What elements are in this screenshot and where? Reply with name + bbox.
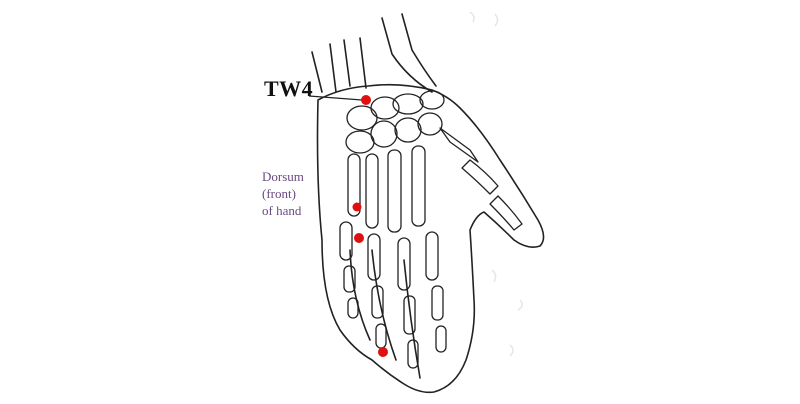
- acupoint: [354, 233, 364, 243]
- phalanx-index: [425, 231, 439, 281]
- phalanx-middle: [403, 295, 416, 335]
- region-label-line: (front): [262, 186, 296, 201]
- hand-outline: [311, 13, 545, 394]
- carpal-bone: [392, 93, 424, 115]
- forearm-line: [343, 39, 351, 87]
- phalanx-middle: [407, 339, 419, 369]
- acupoint-label-tw4: TW4: [264, 76, 314, 101]
- metacarpal-middle: [387, 149, 402, 233]
- faint-background-marks: [469, 11, 523, 357]
- metacarpal-index: [411, 145, 426, 227]
- forearm-line: [311, 51, 323, 93]
- metacarpal-little: [347, 153, 361, 217]
- wrist-line: [401, 13, 437, 87]
- phalanx-thumb: [461, 159, 499, 195]
- phalanx-index: [431, 285, 444, 321]
- phalanx-ring: [371, 285, 384, 319]
- region-label: Dorsum (front) of hand: [262, 168, 334, 219]
- tw4-leader-line: [308, 95, 363, 101]
- carpal-bone: [370, 96, 400, 120]
- acupoints: [352, 95, 388, 357]
- carpal-bone: [370, 120, 398, 148]
- hand-silhouette: [316, 83, 545, 394]
- phalanx-middle: [397, 237, 411, 291]
- phalanx-ring: [367, 233, 381, 281]
- carpal-bone: [394, 117, 422, 143]
- region-label-line: of hand: [262, 203, 302, 218]
- acupoint-tw4: [361, 95, 371, 105]
- carpal-bone: [345, 130, 375, 154]
- phalanx-thumb: [489, 195, 523, 231]
- region-label-line: Dorsum: [262, 169, 304, 184]
- phalanx-ring: [375, 323, 387, 349]
- acupoint: [352, 202, 362, 212]
- forearm-line: [359, 37, 367, 89]
- acupoint: [378, 347, 388, 357]
- carpal-bone: [346, 105, 378, 131]
- forearm-line: [329, 43, 337, 93]
- finger-gap: [371, 249, 397, 361]
- phalanx-little: [343, 265, 356, 293]
- phalanx-little: [347, 297, 359, 319]
- phalanx-index: [435, 325, 447, 353]
- phalanx-little: [339, 221, 353, 261]
- metacarpal-thumb: [439, 127, 479, 163]
- carpal-bone: [419, 90, 445, 110]
- metacarpal-ring: [365, 153, 379, 229]
- carpal-bone: [417, 112, 443, 136]
- hand-bones: [339, 90, 523, 369]
- finger-gap: [349, 249, 371, 341]
